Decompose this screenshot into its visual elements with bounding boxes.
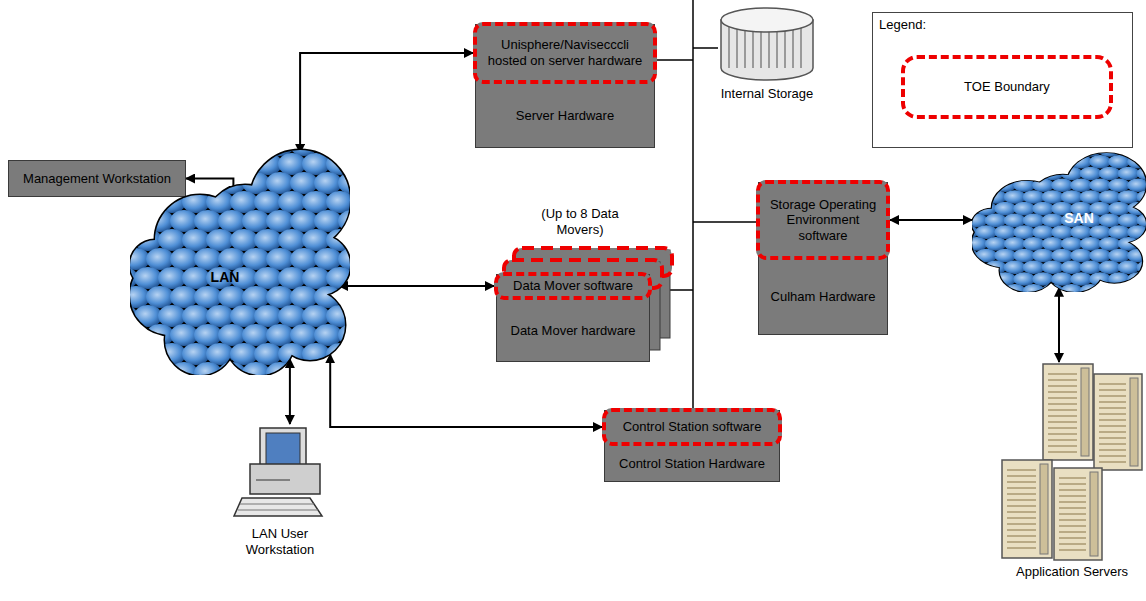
pc-icon: LAN User Workstation [225, 424, 335, 574]
legend-sample: TOE Boundary [901, 55, 1113, 119]
pc-icon-graphic [230, 424, 330, 524]
legend-title: Legend: [879, 17, 926, 33]
server-icon-graphic [998, 362, 1146, 562]
server-icon: Application Servers [998, 362, 1146, 596]
node-text: Application Servers [1016, 562, 1128, 580]
note-label: (Up to 8 Data Movers) [522, 206, 638, 239]
node-text: Storage Operating Environment software [766, 197, 880, 244]
san-cloud: SAN [972, 150, 1146, 292]
toe-software-box: Control Station software [602, 408, 782, 446]
node-text: Internal Storage [721, 84, 814, 102]
storage-cylinder-graphic [717, 6, 817, 84]
node-text: SAN [1044, 210, 1114, 227]
node-text: LAN User Workstation [238, 524, 322, 557]
label-text: Legend: [879, 17, 926, 32]
toe-software-box: Unisphere/Navisecccli hosted on server h… [473, 22, 657, 84]
legend-box: Legend: TOE Boundary [872, 12, 1133, 148]
node-text: Control Station software [623, 419, 762, 435]
toe-software-box: Data Mover software [494, 272, 652, 300]
hardware-box: Control Station Hardware Control Station … [604, 410, 780, 482]
connector-arrow [330, 354, 602, 427]
node-text: Culham Hardware [759, 260, 887, 334]
node-text: Data Mover software [513, 278, 633, 294]
node-text: LAN [175, 269, 275, 286]
hardware-box: Culham Hardware Storage Operating Environ… [758, 182, 888, 335]
connector-arrow [289, 359, 291, 424]
connector-arrow [300, 53, 473, 153]
connector-arrow [339, 285, 494, 287]
hardware-box: Data Mover hardware Data Mover software [496, 274, 650, 362]
node-text: Control Station Hardware [605, 446, 779, 481]
storage-cylinder: Internal Storage [712, 6, 822, 120]
node-text: Unisphere/Navisecccli hosted on server h… [483, 37, 647, 68]
node-text: Data Mover hardware [497, 300, 649, 361]
server-box: Server Hardware Unisphere/Navisecccli hos… [475, 24, 655, 148]
workstation-box: Management Workstation [8, 160, 186, 197]
legend-text: TOE Boundary [964, 79, 1050, 95]
connector-arrow [1058, 288, 1060, 362]
node-text: Server Hardware [476, 84, 654, 147]
cloud-shape [972, 150, 1146, 292]
toe-software-box: Storage Operating Environment software [756, 180, 890, 260]
connector-arrow [890, 219, 972, 221]
label-text: (Up to 8 Data Movers) [541, 206, 618, 237]
node-text: Management Workstation [9, 161, 185, 196]
